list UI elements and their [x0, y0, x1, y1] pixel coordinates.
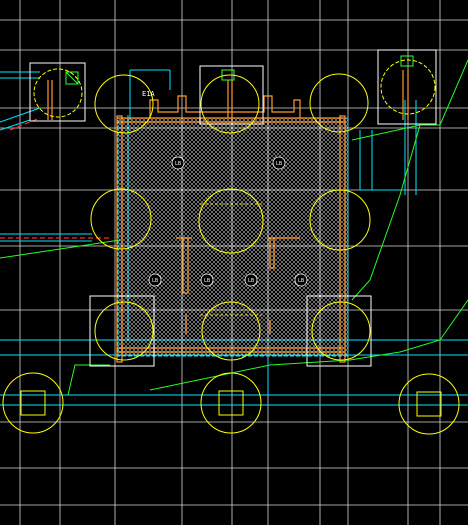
column-circle: [200, 74, 260, 134]
slab-labels: LB LB LB LB LB LB: [148, 156, 308, 287]
slab-label-text: LB: [276, 161, 282, 167]
green-lines: [0, 59, 468, 396]
column-circle: [94, 301, 154, 361]
column-circle: [309, 73, 369, 133]
column-circle: [309, 189, 371, 251]
slab-label-text: LB: [152, 278, 158, 284]
floor-slab[interactable]: [117, 117, 349, 357]
slab-label-marker: [148, 273, 162, 287]
column-circle: [94, 74, 154, 134]
pile-cap-boxes: [29, 49, 437, 367]
column-circle: [33, 68, 83, 118]
column-circle: [311, 301, 371, 361]
slab-label-text: LB: [204, 278, 210, 284]
slab-label-marker: [244, 273, 258, 287]
column-circle: [2, 372, 64, 434]
column-circle: [198, 188, 264, 254]
slab-label-text: LB: [298, 278, 304, 284]
slab-label-text: LB: [248, 278, 254, 284]
slab-label-marker: [200, 273, 214, 287]
red-lines: [0, 117, 110, 239]
circle-dashes: [200, 203, 262, 316]
column-circle: [200, 372, 262, 434]
column-circle: [380, 59, 436, 115]
column-circles[interactable]: [2, 59, 460, 435]
column-circle: [398, 373, 460, 435]
column-circle: [90, 188, 152, 250]
column-circle: [201, 301, 261, 361]
slab-label-marker: [171, 156, 185, 170]
slab-label-marker: [272, 156, 286, 170]
slab-label-text: LB: [175, 161, 181, 167]
top-annotation: E1A: [142, 90, 155, 98]
slab-label-marker: [294, 273, 308, 287]
pile-squares: [20, 390, 442, 417]
